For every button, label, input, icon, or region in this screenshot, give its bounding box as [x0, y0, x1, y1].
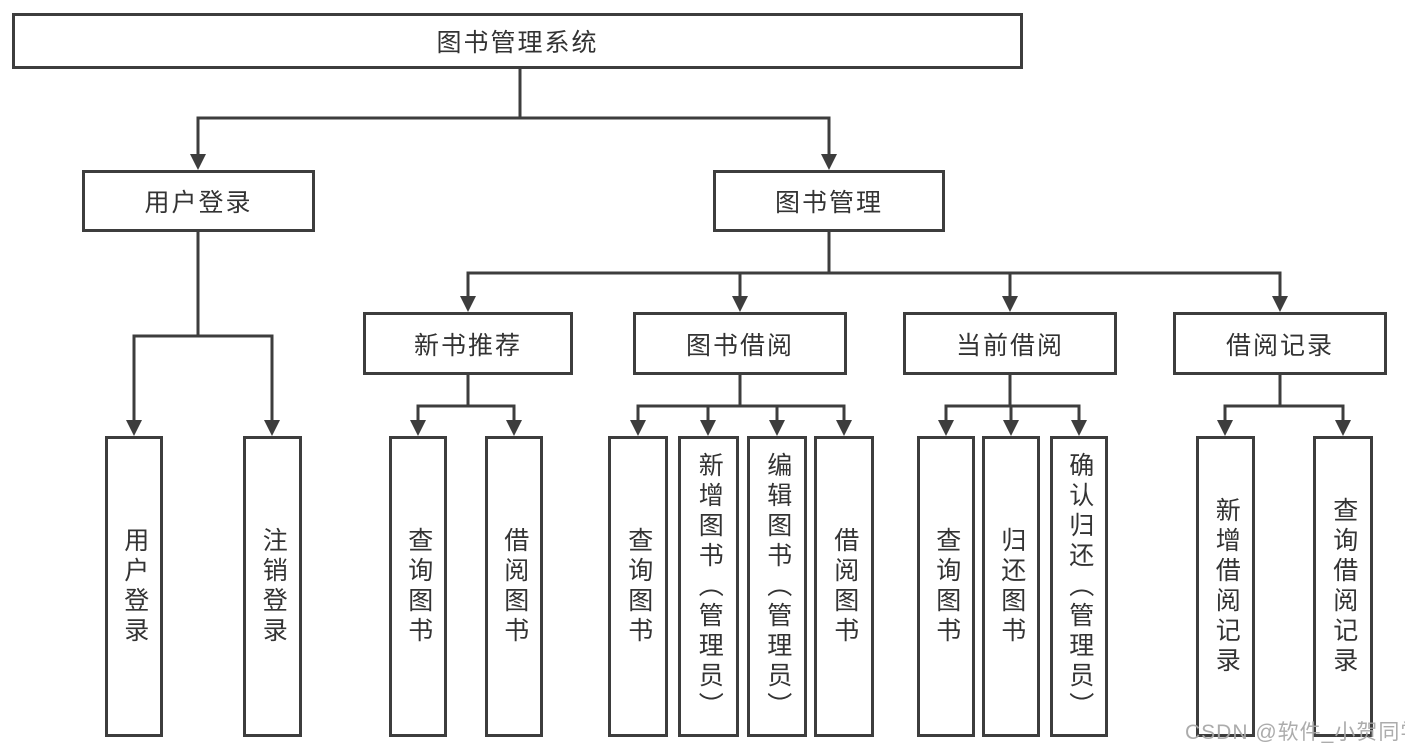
node-label: 图书管理 [774, 189, 883, 217]
node-label: 用户登录 [144, 189, 253, 217]
node-user-login: 用户登录 [82, 170, 315, 232]
leaf-add-books-admin: 新增图书（管理员） [678, 436, 739, 737]
node-label: 图书管理系统 [436, 29, 599, 57]
leaf-borrow-books-recommend: 借阅图书 [485, 436, 543, 737]
node-label: 编辑图书（管理员） [763, 451, 792, 722]
leaf-add-borrow-record: 新增借阅记录 [1196, 436, 1255, 737]
node-borrowing-records: 借阅记录 [1173, 312, 1387, 375]
node-label: 借阅图书 [830, 526, 859, 647]
node-label: 查询借阅记录 [1329, 496, 1358, 677]
node-label: 注销登录 [259, 526, 288, 647]
node-label: 新书推荐 [413, 331, 522, 360]
node-label: 归还图书 [997, 526, 1026, 647]
node-label: 确认归还（管理员） [1065, 451, 1094, 722]
leaf-logout: 注销登录 [243, 436, 302, 737]
node-label: 借阅图书 [500, 526, 529, 647]
node-label: 借阅记录 [1225, 331, 1334, 360]
arrowheads [126, 154, 1351, 436]
leaf-return-books: 归还图书 [982, 436, 1040, 737]
leaf-query-books-recommend: 查询图书 [389, 436, 447, 737]
node-label: 用户登录 [120, 526, 149, 647]
leaf-query-books-borrow: 查询图书 [608, 436, 668, 737]
node-label: 当前借阅 [955, 331, 1064, 360]
node-book-management: 图书管理 [713, 170, 945, 232]
leaf-query-books-current: 查询图书 [917, 436, 975, 737]
node-new-book-recommendation: 新书推荐 [363, 312, 573, 375]
node-label: 查询图书 [624, 526, 653, 647]
csdn-watermark: CSDN @软件_小贺同学 [1185, 721, 1405, 744]
leaf-edit-books-admin: 编辑图书（管理员） [747, 436, 807, 737]
node-book-borrowing: 图书借阅 [633, 312, 847, 375]
node-label: 查询图书 [404, 526, 433, 647]
leaf-user-login: 用户登录 [105, 436, 163, 737]
node-label: 新增图书（管理员） [695, 451, 724, 722]
node-label: 图书借阅 [685, 331, 794, 360]
leaf-confirm-return-admin: 确认归还（管理员） [1050, 436, 1108, 737]
node-label: 查询图书 [932, 526, 961, 647]
node-label: 新增借阅记录 [1212, 496, 1241, 677]
node-current-borrowing: 当前借阅 [903, 312, 1117, 375]
node-library-management-system: 图书管理系统 [12, 13, 1023, 69]
leaf-borrow-books: 借阅图书 [814, 436, 874, 737]
leaf-query-borrow-record: 查询借阅记录 [1313, 436, 1373, 737]
